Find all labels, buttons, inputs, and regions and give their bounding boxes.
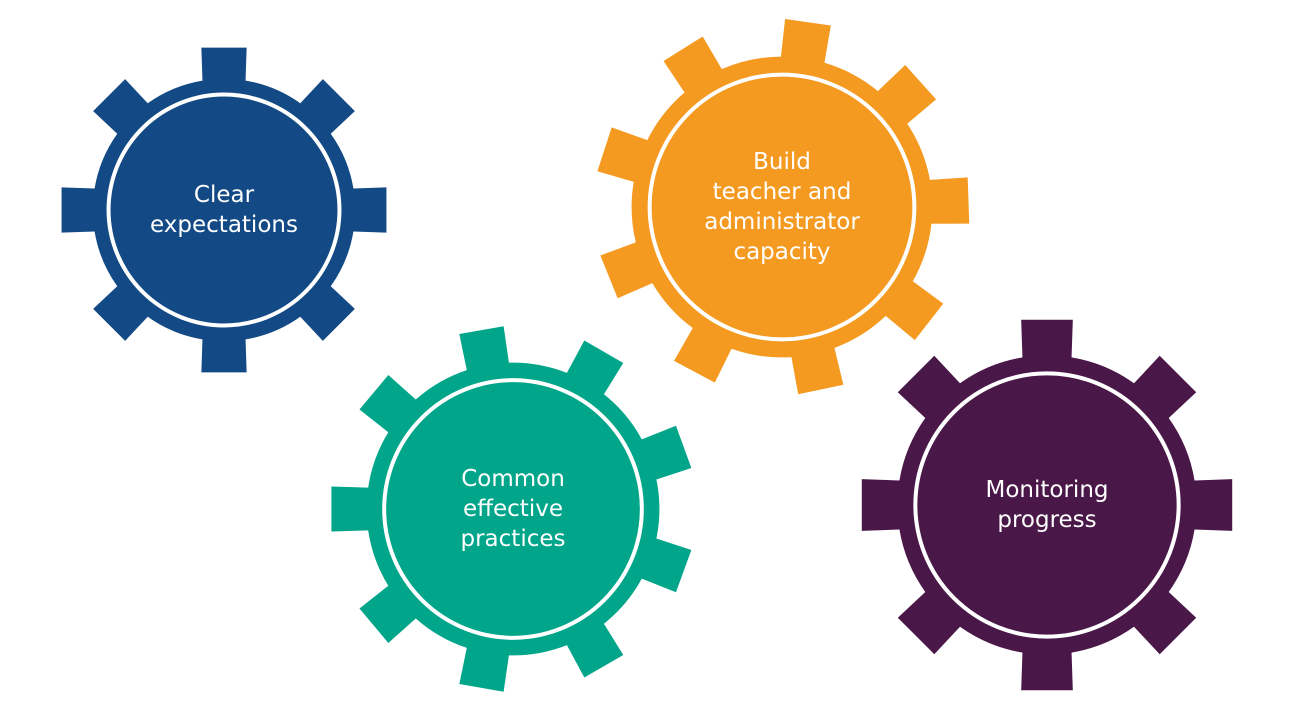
gear-hub — [632, 57, 932, 357]
gear-label-line: progress — [997, 507, 1097, 533]
gear-inner-ring — [382, 378, 644, 640]
gear-clear-expectations: Clear expectations — [60, 22, 388, 398]
gear-label-line: Monitoring — [985, 477, 1109, 503]
gear-label-line: effective — [463, 496, 563, 522]
gear-label-line: Build — [753, 149, 811, 175]
gear-label-monitoring-progress: Monitoring progress — [860, 318, 1234, 692]
gear-inner-ring — [647, 72, 917, 342]
gear-common-practices: Common effective practices — [328, 326, 698, 692]
gear-label-line: Common — [461, 466, 565, 492]
gear-label-common-practices: Common effective practices — [328, 326, 698, 692]
gear-label-line: administrator — [704, 209, 860, 235]
gear-label-build-capacity: Build teacher and administrator capacity — [594, 14, 970, 400]
gear-inner-ring — [913, 371, 1181, 639]
gear-hub — [367, 363, 659, 655]
gear-shape-build-capacity — [597, 19, 970, 395]
gear-label-line: teacher and — [712, 179, 852, 205]
gear-hub — [898, 356, 1196, 654]
gear-inner-ring — [106, 92, 342, 328]
gear-build-capacity: Build teacher and administrator capacity — [594, 14, 970, 400]
gear-shape-clear-expectations — [61, 47, 387, 373]
gear-label-line: Clear — [193, 182, 255, 208]
gear-shape-monitoring-progress — [861, 319, 1233, 691]
gear-label-line: expectations — [150, 212, 298, 238]
gear-label-line: capacity — [733, 239, 831, 265]
gear-label-clear-expectations: Clear expectations — [60, 22, 388, 398]
gear-label-line: practices — [460, 526, 566, 552]
gear-monitoring-progress: Monitoring progress — [860, 318, 1234, 692]
gear-hub — [93, 79, 355, 341]
gear-shape-common-practices — [331, 326, 692, 692]
